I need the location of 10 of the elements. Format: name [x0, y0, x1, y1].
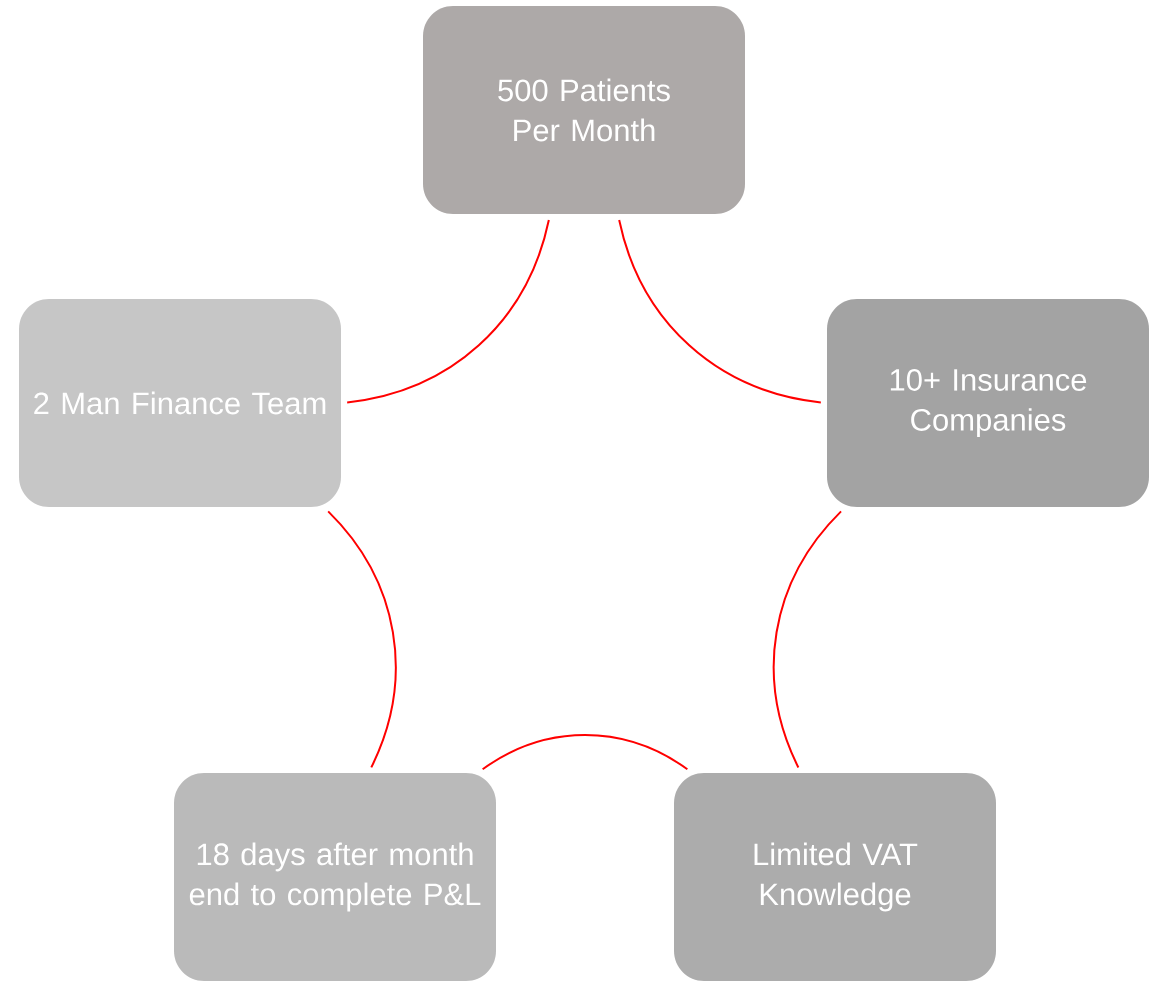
rounded-box: 2 Man Finance Team	[19, 299, 341, 507]
rounded-box: 18 days after month end to complete P&L	[174, 773, 496, 981]
rounded-box: Limited VAT Knowledge	[674, 773, 996, 981]
connector-arc	[346, 219, 550, 404]
connector-arc	[773, 510, 843, 769]
rounded-box: 10+ Insurance Companies	[827, 299, 1149, 507]
rounded-box: 500 Patients Per Month	[423, 6, 745, 214]
connector-arc	[327, 510, 397, 769]
connector-arc	[618, 219, 822, 404]
connector-arc	[481, 734, 689, 771]
